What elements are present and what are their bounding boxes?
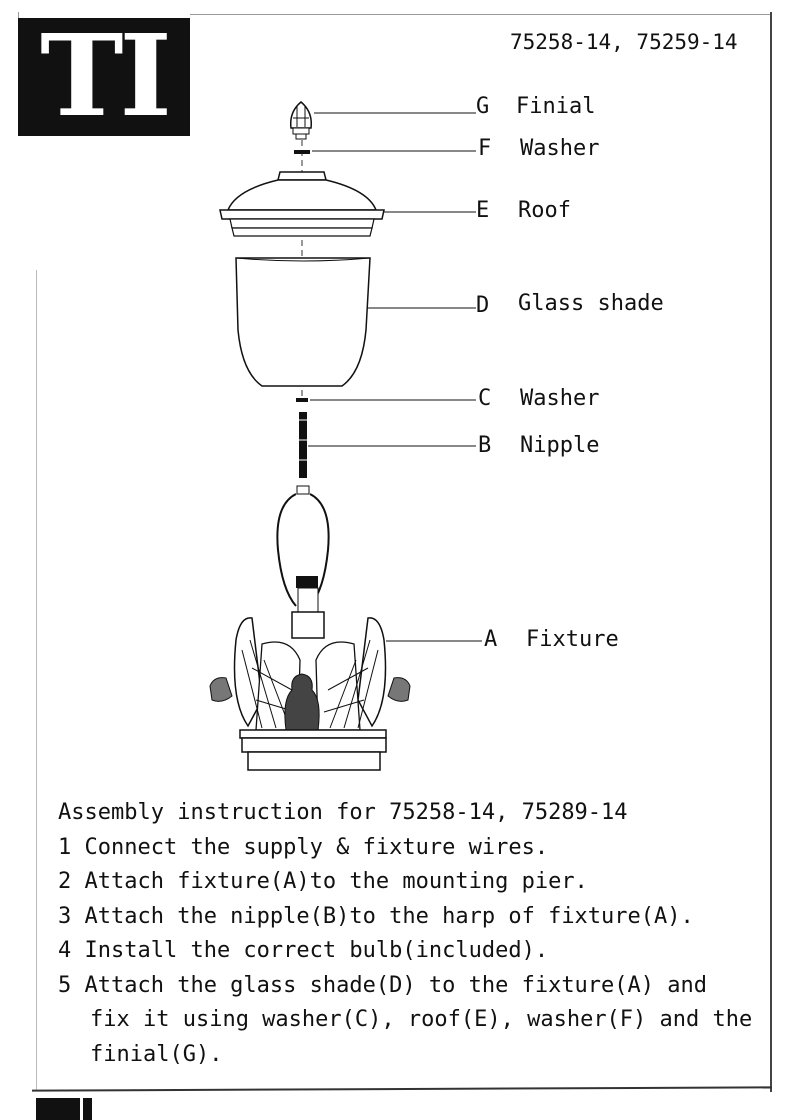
- instruction-step-5-continued: fix it using washer(C), roof(E), washer(…: [90, 1007, 753, 1032]
- lower-washer-part: [296, 398, 308, 402]
- instruction-step-2: 2 Attach fixture(A)to the mounting pier.: [58, 869, 588, 894]
- callout-name-glass-shade: Glass shade: [518, 291, 664, 316]
- callout-name-nipple: Nipple: [520, 433, 599, 458]
- callout-name-roof: Roof: [518, 198, 571, 223]
- callout-letter-a: A: [484, 627, 497, 652]
- callout-name-fixture: Fixture: [526, 627, 619, 652]
- instruction-step-1: 1 Connect the supply & fixture wires.: [58, 834, 549, 860]
- instruction-step-5: 5 Attach the glass shade(D) to the fixtu…: [58, 972, 708, 998]
- nipple-part: [299, 412, 307, 478]
- callout-letter-f: F: [478, 136, 491, 161]
- assembly-instructions: Assembly instruction for 75258-14, 75289…: [58, 796, 768, 1072]
- roof-part: [219, 171, 385, 237]
- callout-letter-d: D: [476, 293, 489, 318]
- fixture-part: [209, 485, 411, 771]
- callout-name-finial: Finial: [516, 94, 595, 119]
- exploded-assembly-diagram: G Finial F Washer E Roof D Glass shade C…: [209, 94, 664, 771]
- instruction-step-4: 4 Install the correct bulb(included).: [58, 938, 549, 963]
- glass-shade-part: [235, 257, 371, 387]
- page-frame-left: [36, 270, 37, 1090]
- model-numbers: 75258-14, 75259-14: [510, 30, 738, 54]
- callout-letter-b: B: [478, 433, 491, 458]
- finial-part: [289, 101, 313, 140]
- callout-letter-e: E: [476, 198, 489, 223]
- instructions-title: Assembly instruction for 75258-14, 75289…: [58, 800, 628, 825]
- page-frame-bottom: [31, 1086, 773, 1092]
- brand-logo: TI: [18, 18, 190, 136]
- registration-mark: [36, 1098, 92, 1120]
- page-frame-top: [190, 14, 770, 15]
- callout-letter-g: G: [476, 94, 489, 119]
- top-washer-part: [294, 150, 310, 154]
- instruction-step-5-end: finial(G).: [90, 1041, 223, 1067]
- callout-name-washer-c: Washer: [520, 386, 599, 411]
- callout-letter-c: C: [478, 386, 491, 411]
- page-frame-right: [770, 12, 772, 1092]
- instruction-step-3: 3 Attach the nipple(B)to the harp of fix…: [58, 903, 694, 929]
- callout-name-washer-f: Washer: [520, 136, 599, 161]
